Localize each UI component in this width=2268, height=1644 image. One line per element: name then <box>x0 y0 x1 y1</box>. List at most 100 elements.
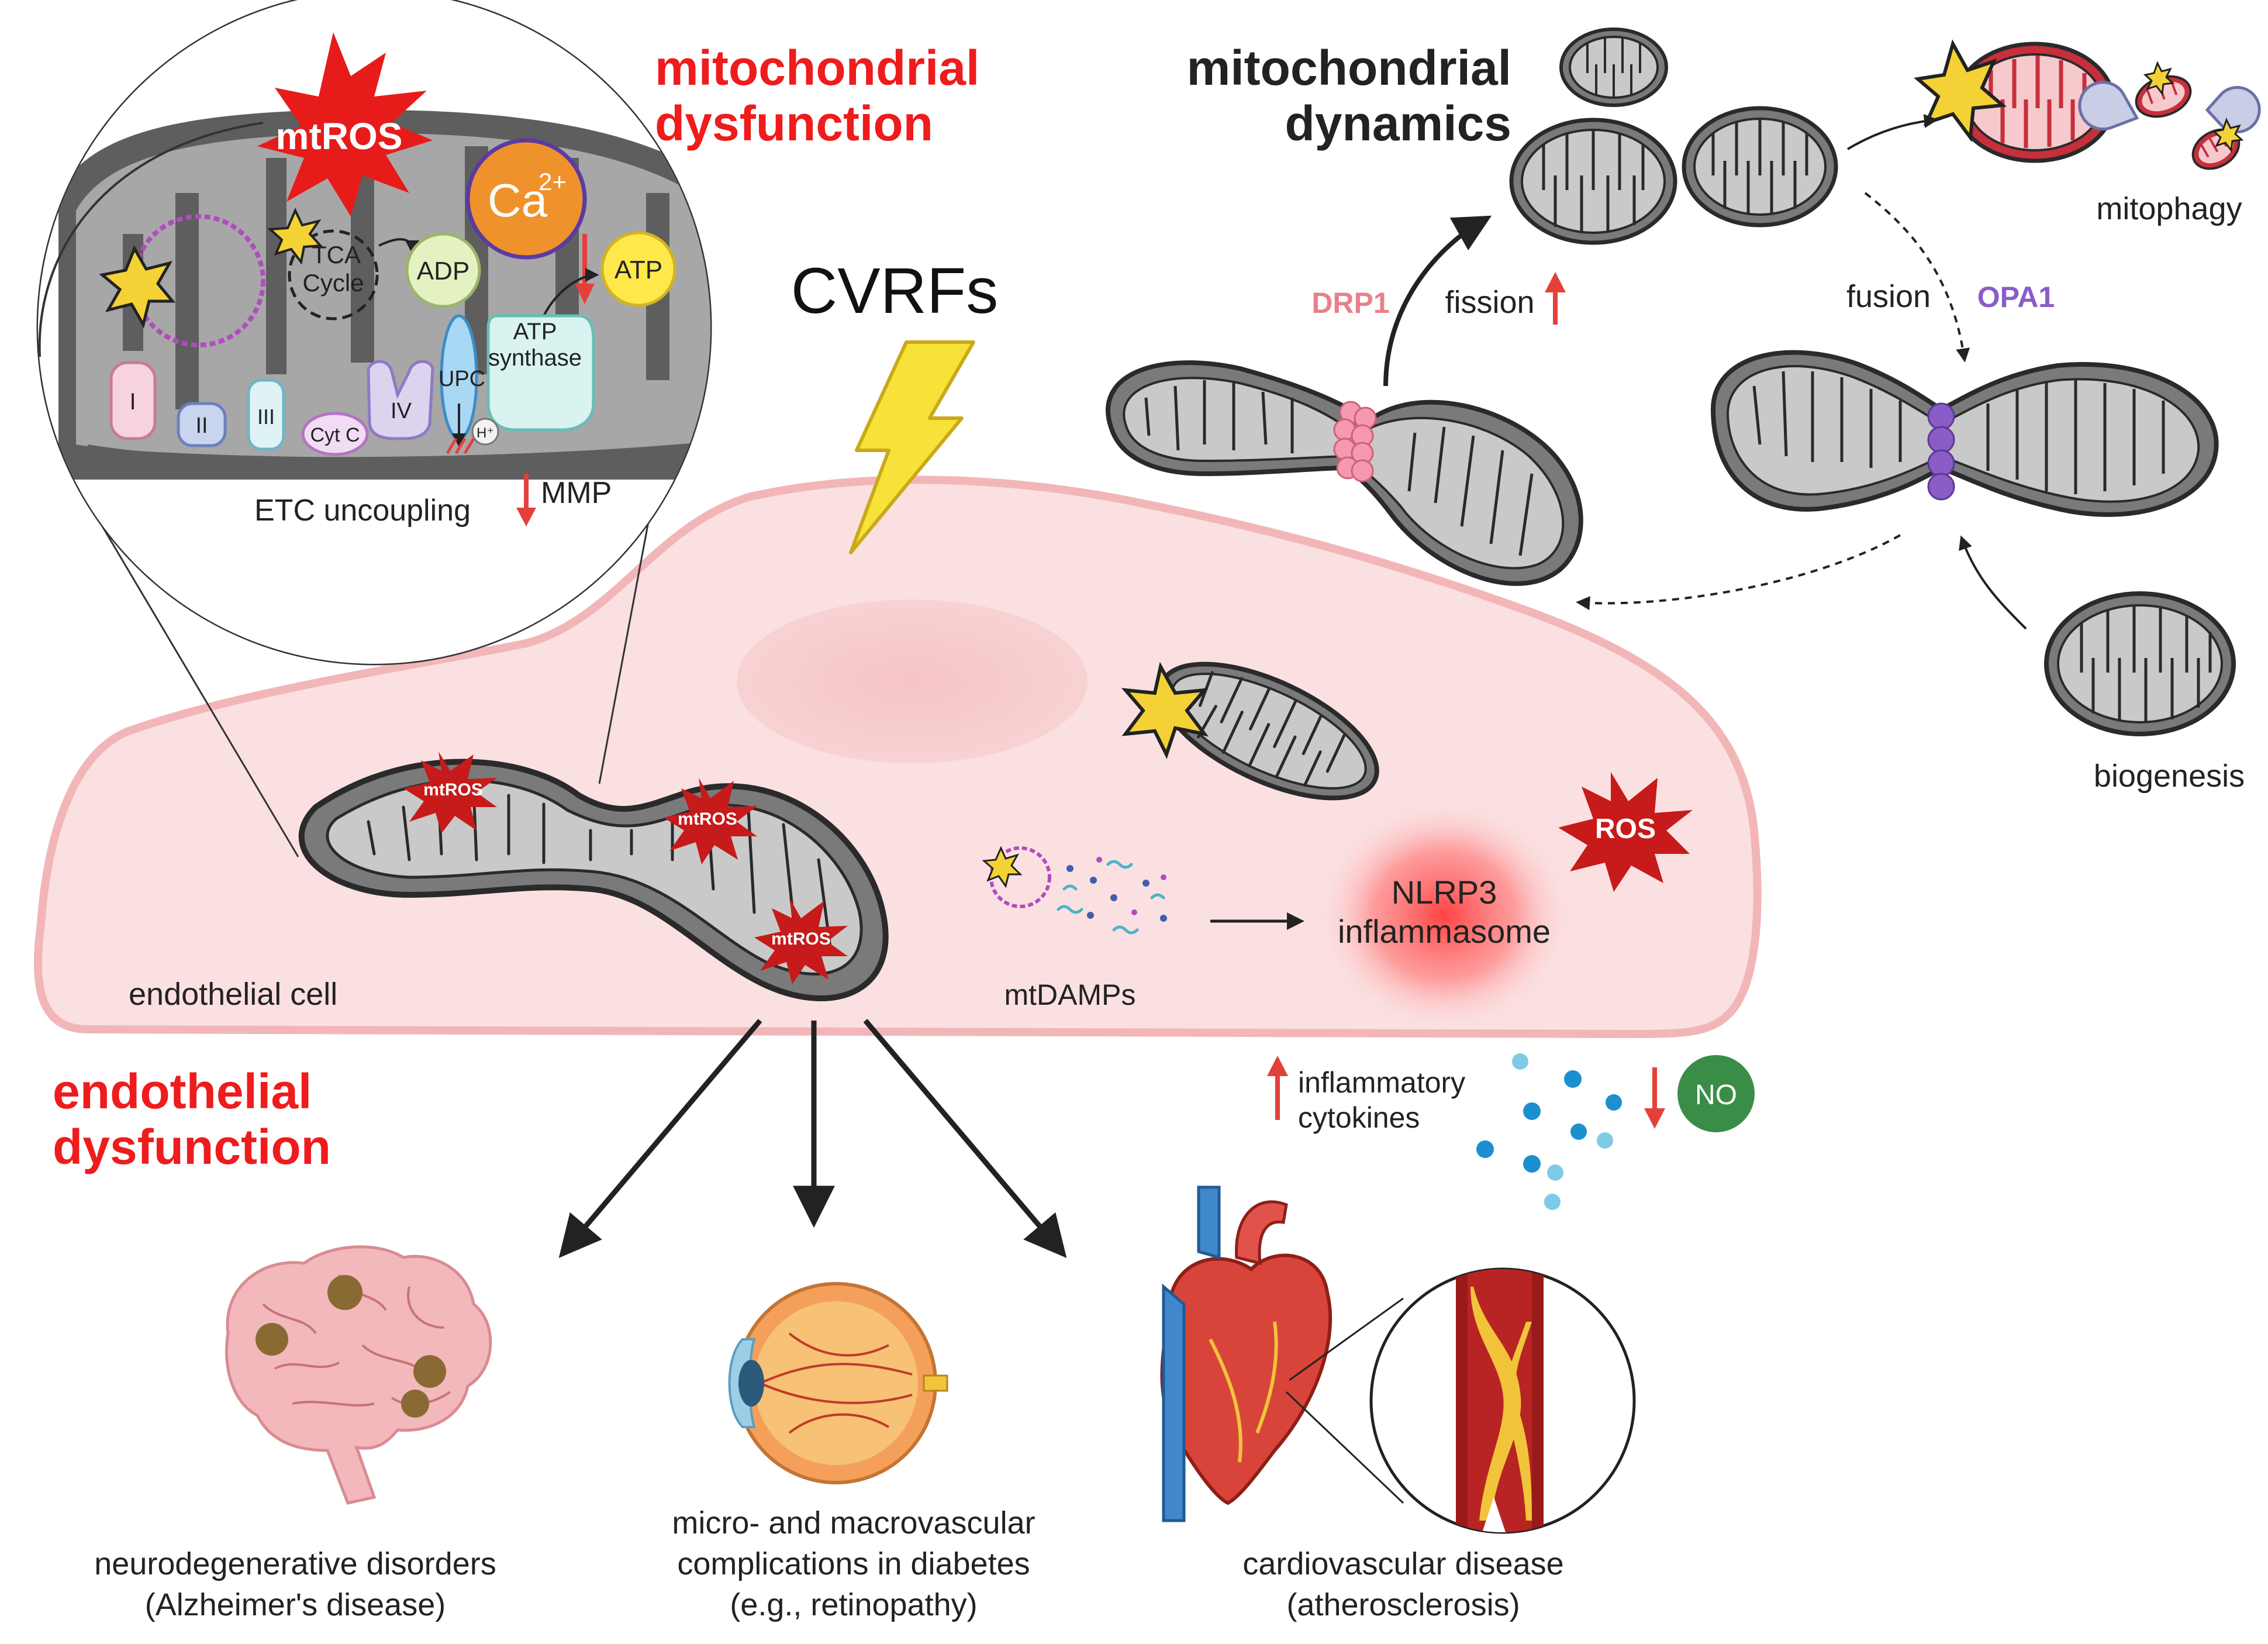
mmp-label: MMP <box>541 476 612 510</box>
lightning-bolt-icon <box>849 340 975 554</box>
lysosome-pacman-1 <box>2078 81 2139 131</box>
mmp-down-arrowhead <box>516 508 536 526</box>
ros-burst: ROS <box>1558 772 1693 892</box>
atp-circle <box>600 231 676 307</box>
atp-down-arrowhead <box>575 284 595 304</box>
biogenesis-label: biogenesis <box>2094 759 2245 794</box>
brain-illustration <box>225 1245 492 1505</box>
cardio-label-line1: cardiovascular disease <box>1242 1546 1563 1581</box>
complex-iii-label: III <box>257 405 275 429</box>
fission-up-arrowhead <box>1545 272 1566 292</box>
dyn-fission-mito-1 <box>1509 118 1677 245</box>
mtdamps-label: mtDAMPs <box>1004 978 1136 1011</box>
inset-mtros-burst: mtROS <box>257 32 433 216</box>
drp1-ring <box>1333 401 1377 482</box>
dyn-fused-mito <box>1710 350 2219 517</box>
arrow-to-cardio <box>863 1019 1067 1258</box>
arrow-to-neuro <box>558 1019 762 1258</box>
complex-iii: III <box>247 378 285 451</box>
complex-ii-label: II <box>195 413 208 438</box>
neuro-label-line2: (Alzheimer's disease) <box>145 1587 446 1622</box>
cytokines-label-line2: cytokines <box>1298 1101 1420 1134</box>
heart-zoom-line-1 <box>1289 1297 1404 1381</box>
opa1-ring <box>1927 402 1955 501</box>
cell-mtros-label-3: mtROS <box>771 929 831 949</box>
complex-i: I <box>109 361 157 440</box>
endo-dysfunction-heading-line1: endothelial <box>53 1064 312 1119</box>
cell-mtros-label-1: mtROS <box>423 780 483 799</box>
atp-synthase-label-line1: ATP <box>513 319 557 344</box>
no-down-arrowhead <box>1644 1108 1665 1129</box>
complex-iv: IV <box>367 360 434 440</box>
mito-dysfunction-heading-line1: mitochondrial <box>655 40 979 95</box>
neuro-label-line1: neurodegenerative disorders <box>94 1546 496 1581</box>
no-circle <box>1677 1055 1755 1132</box>
mito-dynamics-heading-line2: dynamics <box>1285 96 1511 151</box>
fission-to-fusion-arrow <box>1864 192 1970 363</box>
nucleus <box>737 599 1088 763</box>
tca-label-line2: Cycle <box>302 269 364 297</box>
inset-mtros-label: mtROS <box>276 115 403 157</box>
cyt-c: Cyt C <box>301 412 369 456</box>
dyn-dividing-mito <box>1106 360 1583 586</box>
drp1-label: DRP1 <box>1311 287 1389 319</box>
cyt-c-label: Cyt C <box>310 424 360 446</box>
opa1-label: OPA1 <box>1977 281 2055 313</box>
complex-iv-label: IV <box>391 399 412 423</box>
cardio-label-line2: (atherosclerosis) <box>1286 1587 1520 1622</box>
cell-damage-star <box>1121 661 1209 759</box>
fission-to-mitophagy-arrow <box>1846 113 1938 150</box>
cell-mtros-burst-1: mtROS <box>403 752 497 833</box>
lysosome-pacman-2 <box>2205 86 2261 133</box>
mito-dynamics-heading-line1: mitochondrial <box>1187 40 1511 95</box>
nlrp3-glow <box>1316 798 1573 1032</box>
synthase-to-atp-arrow <box>543 268 599 316</box>
cytokines-label-line1: inflammatory <box>1298 1066 1465 1099</box>
artery-zoom <box>1369 1267 1636 1534</box>
tca-label-line1: TCA <box>312 241 361 268</box>
no-label: NO <box>1695 1080 1737 1111</box>
nlrp3-label-line2: inflammasome <box>1338 913 1551 950</box>
mitophagy-fragment-star-1 <box>2143 61 2175 96</box>
ca-circle <box>465 138 587 260</box>
complex-ii: II <box>177 402 227 447</box>
hplus-label: H⁺ <box>477 425 494 441</box>
endothelial-cell-label: endothelial cell <box>129 977 337 1012</box>
diabetes-label-line2: complications in diabetes <box>677 1546 1030 1581</box>
complex-i-label: I <box>129 389 136 415</box>
mito-dysfunction-heading-line2: dysfunction <box>655 96 933 151</box>
adp-circle <box>405 232 481 308</box>
upc-channel: UPC <box>439 314 485 440</box>
ca-superscript: 2+ <box>538 168 567 195</box>
endo-dysfunction-heading-line2: dysfunction <box>53 1119 331 1174</box>
dyn-small-mito <box>1559 27 1668 107</box>
fission-arrow <box>1383 215 1492 387</box>
heart-zoom-line-2 <box>1285 1391 1404 1504</box>
upc-label: UPC <box>439 367 485 391</box>
mitophagy-label: mitophagy <box>2096 191 2242 226</box>
mitophagy-damage-star <box>1914 39 2007 142</box>
biogenesis-mito <box>2044 591 2236 736</box>
cytokine-dots <box>1476 1053 1622 1210</box>
inset-damage-star-1 <box>99 245 176 329</box>
cell-mtros-burst-2: mtROS <box>664 778 757 864</box>
cell-mtros-label-2: mtROS <box>678 809 737 829</box>
mitophagy-fragment-star-2 <box>2212 118 2244 153</box>
adp-label: ADP <box>417 257 470 285</box>
fission-label: fission <box>1445 285 1534 320</box>
atp-synthase-label-line2: synthase <box>488 345 582 371</box>
dyn-fission-mito-2 <box>1682 106 1838 228</box>
diabetes-label-line1: micro- and macrovascular <box>672 1505 1035 1540</box>
cytokines-up-arrowhead <box>1267 1056 1288 1076</box>
leak-marks <box>446 437 475 454</box>
ros-label: ROS <box>1595 814 1656 845</box>
diabetes-label-line3: (e.g., retinopathy) <box>730 1587 977 1622</box>
atp-label: ATP <box>615 256 662 284</box>
tca-cycle: TCA Cycle <box>267 208 379 320</box>
zoom-line-left <box>101 526 299 857</box>
atp-synthase: ATP synthase <box>486 314 595 432</box>
hplus-circle <box>471 418 499 446</box>
etc-uncoupling-label: ETC uncoupling <box>254 494 471 528</box>
cell-mtros-burst-3: mtROS <box>754 898 848 984</box>
